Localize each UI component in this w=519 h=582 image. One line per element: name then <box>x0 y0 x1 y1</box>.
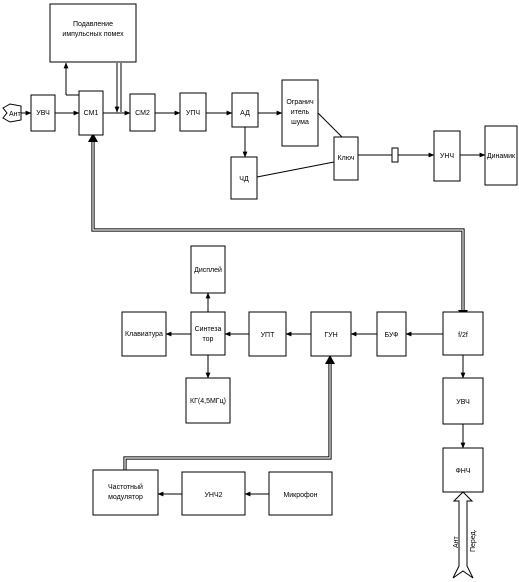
antenna-rx: Ант <box>2 103 22 123</box>
block-ogranichitel-label-2: итель <box>291 109 310 116</box>
antenna-tx-icon <box>452 491 474 579</box>
block-uvch-bottom: УВЧ <box>442 377 484 425</box>
block-fnch: ФНЧ <box>442 447 484 493</box>
wire-ogranichitel-klyuch <box>317 112 346 141</box>
block-unch-label: УНЧ <box>440 153 455 160</box>
bus-f2f-sm1 <box>91 140 465 312</box>
block-uvch-bottom-label: УВЧ <box>456 399 470 406</box>
block-gun: ГУН <box>310 311 352 357</box>
block-sintezator-label-2: тор <box>203 336 214 343</box>
block-f2f: f/2f <box>442 311 484 356</box>
block-f2f-label: f/2f <box>458 332 468 339</box>
block-mikrofon: Микрофон <box>268 471 333 516</box>
block-displey: Дисплей <box>190 245 226 294</box>
block-ad-label: АД <box>240 110 250 117</box>
block-uvch-top: УВЧ <box>30 94 56 132</box>
block-unch: УНЧ <box>433 130 461 182</box>
block-klaviatura: Клавиатура <box>121 311 167 357</box>
block-modulyator: Частотный модулятор <box>92 469 159 516</box>
bus-arrow-sm1 <box>88 133 98 142</box>
block-gun-label: ГУН <box>324 332 337 339</box>
antenna-tx: Ант Перед. <box>452 491 477 579</box>
block-klaviatura-label: Клавиатура <box>125 331 163 338</box>
block-modulyator-label-2: модулятор <box>108 494 143 501</box>
block-sm2: СМ2 <box>129 93 156 132</box>
block-ad: АД <box>231 92 259 128</box>
block-dinamik: Динамик <box>484 125 518 186</box>
block-sm1-label: СМ1 <box>84 110 99 117</box>
block-upch-label: УПЧ <box>186 110 200 117</box>
block-upch: УПЧ <box>179 92 207 132</box>
block-unch2: УНЧ2 <box>181 471 246 516</box>
block-kg: КГ(4,5МГц) <box>185 377 231 424</box>
block-sintezator: Синтеза тор <box>190 311 226 356</box>
bus-modulyator-gun-inner <box>124 362 331 470</box>
block-ogranichitel: Огранич итель шума <box>281 79 319 147</box>
block-ogranichitel-label-1: Огранич <box>286 99 314 106</box>
block-ogranichitel-label-3: шума <box>291 119 309 126</box>
block-podavlenie-label-2: импульсных помех <box>62 31 124 38</box>
block-fnch-label: ФНЧ <box>455 468 470 475</box>
antenna-tx-label-2: Перед. <box>470 529 477 552</box>
block-klyuch: Ключ <box>333 136 359 181</box>
block-sm2-label: СМ2 <box>135 110 150 117</box>
wire-chd-klyuch <box>256 161 335 178</box>
block-sm1: СМ1 <box>78 90 104 136</box>
block-uvch-top-label: УВЧ <box>36 110 50 117</box>
block-chd: ЧД <box>230 156 258 200</box>
antenna-tx-label-1: Ант <box>453 535 460 548</box>
block-buf-label: БУФ <box>385 332 399 339</box>
block-modulyator-label-1: Частотный <box>108 483 143 491</box>
block-sintezator-label-1: Синтеза <box>195 326 222 333</box>
antenna-rx-label: Ант <box>9 111 22 118</box>
block-kg-label: КГ(4,5МГц) <box>190 398 226 405</box>
block-mikrofon-label: Микрофон <box>283 492 317 499</box>
block-podavlenie-label-1: Подавление <box>73 21 113 28</box>
block-upt: УПТ <box>248 311 287 357</box>
wires <box>20 62 486 497</box>
filter-component <box>391 147 399 163</box>
bus-arrow-gun <box>325 355 335 364</box>
block-dinamik-label: Динамик <box>487 153 516 160</box>
bus-f2f-sm1-inner <box>92 140 464 312</box>
block-unch2-label: УНЧ2 <box>204 492 222 499</box>
block-upt-label: УПТ <box>261 332 275 339</box>
block-podavlenie: Подавление импульсных помех <box>49 3 137 63</box>
block-displey-label: Дисплей <box>194 266 222 274</box>
block-buf: БУФ <box>376 311 407 357</box>
block-klyuch-label: Ключ <box>338 155 355 162</box>
block-chd-label: ЧД <box>239 176 249 183</box>
antenna-rx-icon <box>2 103 22 123</box>
